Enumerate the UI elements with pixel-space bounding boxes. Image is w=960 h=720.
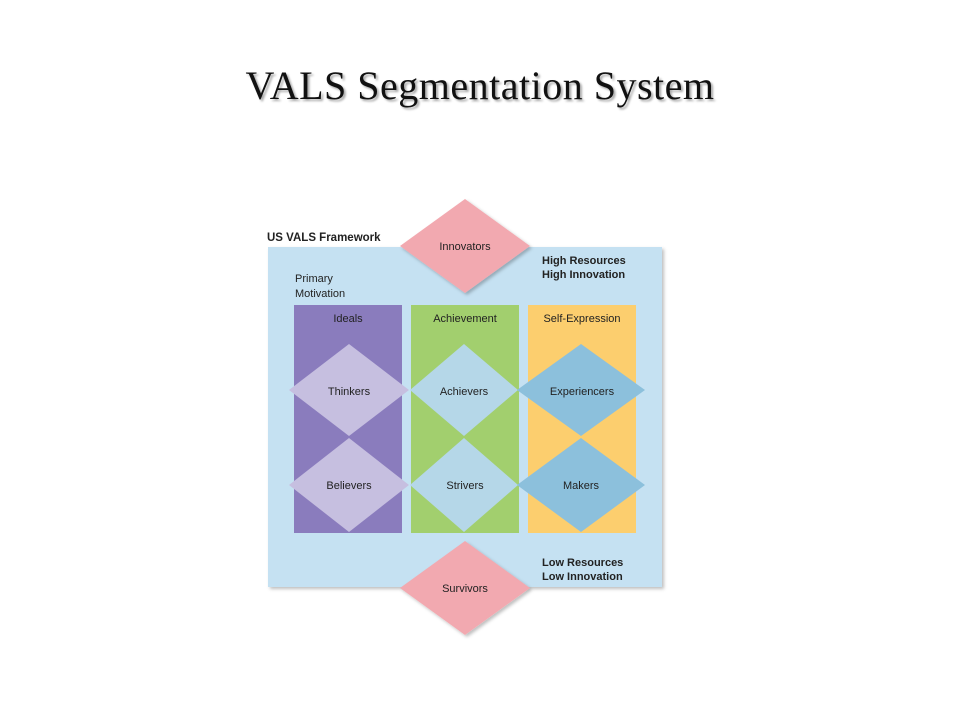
believers-label: Believers (326, 480, 372, 492)
experiencers-label: Experiencers (550, 386, 615, 398)
primary-motivation-label-line1: Primary (295, 273, 333, 285)
high-innovation-label: High Innovation (542, 269, 625, 281)
low-innovation-label: Low Innovation (542, 571, 623, 583)
thinkers-diamond (289, 344, 409, 436)
primary-motivation-label-line2: Motivation (295, 288, 345, 300)
innovators-label: Innovators (439, 241, 491, 253)
innovators-diamond (400, 199, 530, 293)
slide-title: VALS Segmentation System (245, 63, 715, 108)
self-expression-header: Self-Expression (543, 313, 620, 325)
survivors-label: Survivors (442, 583, 488, 595)
thinkers-label: Thinkers (328, 386, 371, 398)
achievement-header: Achievement (433, 313, 497, 325)
framework-title: US VALS Framework (267, 232, 381, 244)
makers-label: Makers (563, 480, 600, 492)
experiencers-diamond (517, 344, 645, 436)
believers-diamond (289, 438, 409, 532)
strivers-label: Strivers (446, 480, 484, 492)
strivers-diamond (410, 438, 518, 532)
survivors-diamond (400, 541, 530, 635)
achievers-label: Achievers (440, 386, 489, 398)
achievers-diamond (410, 344, 518, 436)
high-resources-label: High Resources (542, 255, 626, 267)
makers-diamond (517, 438, 645, 532)
ideals-header: Ideals (333, 313, 363, 325)
low-resources-label: Low Resources (542, 557, 623, 569)
